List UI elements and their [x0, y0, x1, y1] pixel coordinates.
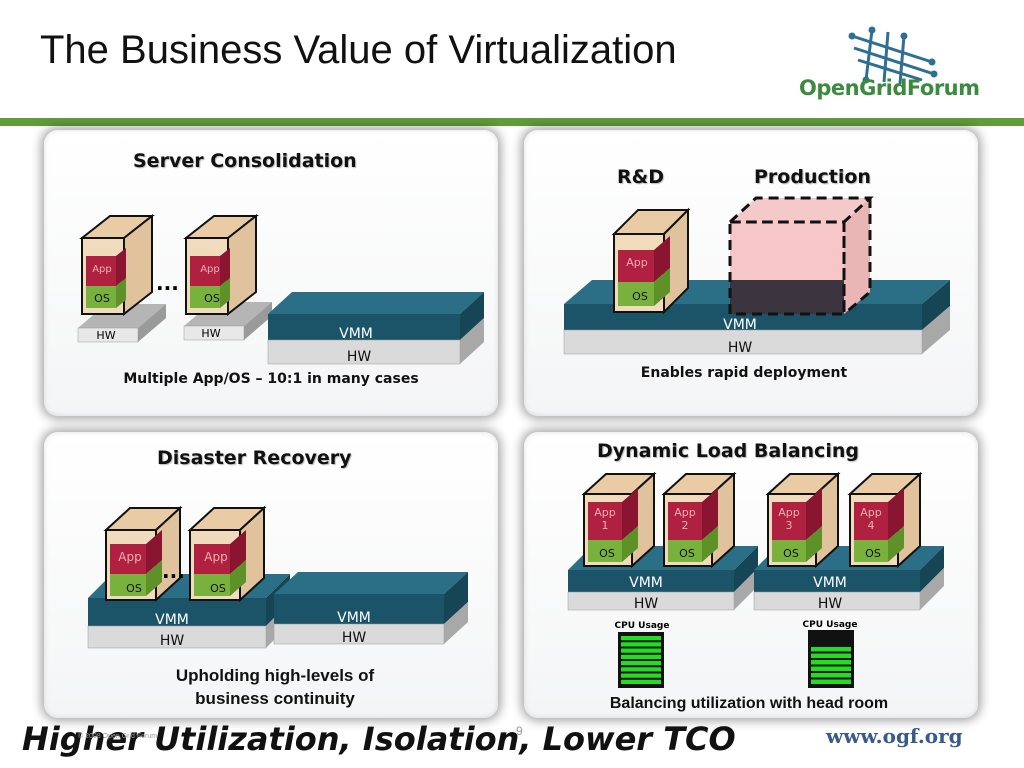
cpu-bar-segment — [811, 653, 851, 658]
svg-text:VMM: VMM — [629, 575, 663, 591]
vm-app-4: App 4 OS — [847, 471, 923, 569]
vm-app-2: App 2 OS — [661, 471, 737, 569]
svg-text:App: App — [204, 550, 227, 564]
svg-text:VMM: VMM — [155, 612, 189, 628]
cpu-meter-left — [618, 632, 664, 688]
cpu-bar-segment — [811, 647, 851, 652]
cpu-bar-segment — [621, 636, 661, 641]
tagline: Higher Utilization, Isolation, Lower TCO — [22, 720, 736, 758]
rapid-deployment-diagram: VMM HW App OS — [563, 196, 950, 356]
svg-text:3: 3 — [786, 519, 793, 532]
vmm-hw-platform: VMM HW — [267, 292, 484, 365]
server-consolidation-diagram: HW App OS HW App OS ... VMM HW — [77, 213, 484, 365]
svg-text:OS: OS — [94, 292, 110, 305]
cpu-bar-segment — [621, 661, 661, 666]
vm-1: App OS — [103, 505, 183, 603]
svg-text:OS: OS — [210, 582, 226, 595]
standby-vmm-hw: VMM HW — [273, 572, 468, 646]
svg-text:App: App — [674, 506, 696, 519]
svg-text:VMM: VMM — [337, 610, 371, 626]
logo-text: OpenGridForum — [799, 76, 980, 100]
production-vm-placeholder — [726, 196, 874, 316]
website-link[interactable]: www.ogf.org — [826, 724, 963, 748]
panel-caption: Enables rapid deployment — [640, 365, 848, 381]
open-grid-forum-logo — [848, 26, 938, 85]
svg-text:App: App — [778, 506, 800, 519]
svg-text:OS: OS — [204, 292, 220, 305]
load-balancing-diagram: VMM HW VMM HW App 1 OS App 2 OS — [567, 471, 944, 688]
svg-text:2: 2 — [682, 519, 689, 532]
svg-text:HW: HW — [634, 596, 659, 612]
svg-text:OS: OS — [865, 547, 881, 560]
cpu-usage-label: CPU Usage — [803, 620, 858, 630]
panel-title: Dynamic Load Balancing — [597, 440, 859, 462]
slide-title: The Business Value of Virtualization — [40, 28, 677, 72]
vm-2: App OS — [187, 505, 267, 603]
svg-text:App: App — [92, 264, 112, 275]
cpu-bar-segment — [621, 679, 661, 684]
cpu-bar-segment — [811, 679, 851, 684]
svg-text:1: 1 — [602, 519, 609, 532]
disaster-recovery-diagram: VMM HW VMM HW App OS App OS ... — [87, 505, 468, 649]
svg-text:App: App — [626, 256, 648, 269]
production-title: Production — [754, 166, 871, 188]
panel-title: Disaster Recovery — [157, 447, 352, 469]
svg-text:VMM: VMM — [339, 326, 373, 342]
page-number: 9 — [516, 724, 523, 738]
svg-text:VMM: VMM — [723, 317, 757, 333]
cpu-bar-segment — [621, 648, 661, 653]
panel-caption: Balancing utilization with head room — [609, 695, 889, 712]
svg-text:OS: OS — [679, 547, 695, 560]
svg-text:4: 4 — [868, 519, 875, 532]
physical-server-1: HW App OS — [77, 213, 166, 343]
cpu-usage-label: CPU Usage — [615, 621, 670, 631]
cpu-bar-segment — [621, 642, 661, 647]
svg-text:OS: OS — [126, 582, 142, 595]
rnd-vm: App OS — [611, 207, 691, 315]
copyright: © 2008 Open Grid Forum — [78, 733, 158, 740]
svg-text:HW: HW — [342, 630, 367, 646]
cpu-bar-segment — [811, 660, 851, 665]
svg-text:App: App — [118, 550, 141, 564]
panel-title: Server Consolidation — [133, 150, 357, 172]
cpu-bar-segment — [811, 666, 851, 671]
svg-text:HW: HW — [728, 340, 753, 356]
svg-text:HW: HW — [160, 633, 185, 649]
svg-text:HW: HW — [818, 596, 843, 612]
rnd-title: R&D — [617, 166, 664, 188]
svg-text:App: App — [200, 264, 220, 275]
vm-app-3: App 3 OS — [765, 471, 841, 569]
ellipsis: ... — [156, 271, 179, 295]
panel-caption: Upholding high-levels of business contin… — [175, 666, 375, 708]
ellipsis: ... — [162, 559, 185, 583]
svg-text:HW: HW — [347, 349, 372, 365]
svg-text:HW: HW — [201, 327, 220, 340]
vm-app-1: App 1 OS — [581, 471, 657, 569]
svg-text:OS: OS — [632, 290, 648, 303]
physical-server-2: HW App OS — [183, 213, 272, 341]
cpu-bar-segment — [621, 654, 661, 659]
svg-text:App: App — [594, 506, 616, 519]
cpu-bar-segment — [621, 673, 661, 678]
svg-text:VMM: VMM — [813, 575, 847, 591]
svg-text:OS: OS — [599, 547, 615, 560]
panel-caption: Multiple App/OS – 10:1 in many cases — [123, 371, 419, 387]
header-divider — [0, 118, 1024, 126]
cpu-bar-segment — [811, 673, 851, 678]
svg-text:OS: OS — [783, 547, 799, 560]
svg-text:App: App — [860, 506, 882, 519]
cpu-meter-right — [808, 630, 854, 688]
svg-text:HW: HW — [96, 329, 115, 342]
cpu-bar-segment — [621, 667, 661, 672]
